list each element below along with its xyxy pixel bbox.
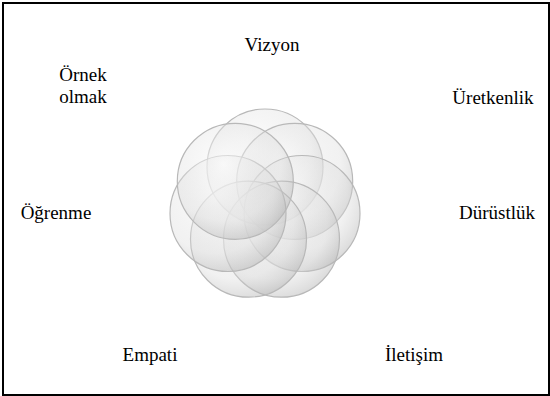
value-label: Vizyon	[245, 34, 300, 56]
value-label: Öğrenme	[21, 202, 92, 224]
value-label: Dürüstlük	[459, 202, 535, 224]
petal-circle	[177, 123, 293, 239]
value-label: İletişim	[385, 344, 443, 366]
value-label: Üretkenlik	[452, 87, 533, 109]
value-label: Örnek olmak	[52, 64, 114, 108]
value-label: Empati	[123, 344, 178, 366]
